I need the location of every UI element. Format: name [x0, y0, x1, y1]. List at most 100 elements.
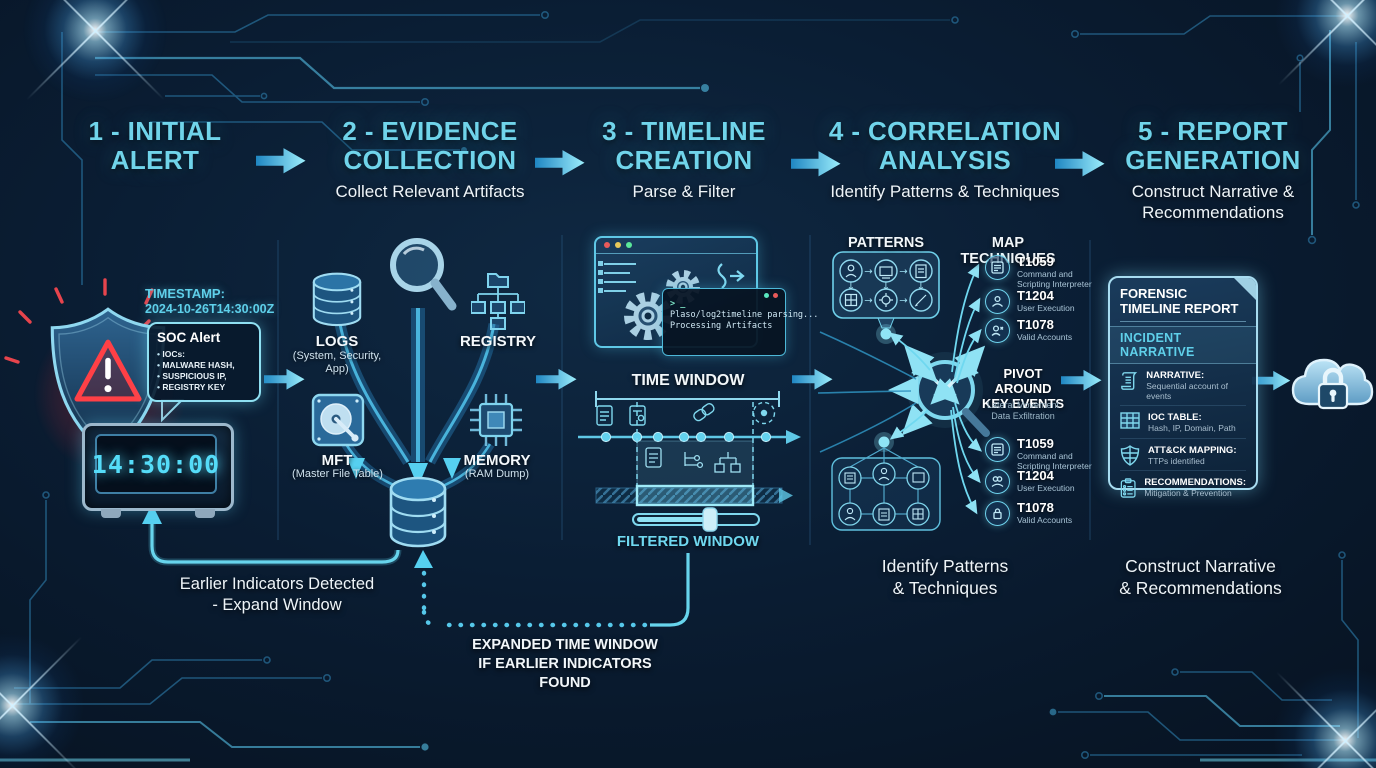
warning-triangle-icon [74, 339, 142, 402]
technique-item: T1204 User Execution [985, 289, 1101, 314]
report-title: FORENSIC TIMELINE REPORT [1120, 286, 1239, 316]
mft-disk-icon [311, 393, 365, 447]
window-minimize-icon [615, 242, 621, 248]
scroll-icon [1121, 372, 1138, 390]
stage4-caption: Identify Patterns & Techniques [881, 556, 1009, 598]
memory-label: MEMORY [463, 452, 531, 469]
report-section-title: INCIDENT NARRATIVE [1110, 326, 1256, 364]
stage5-title: 5 - REPORT GENERATION [1125, 116, 1301, 175]
feedback-expand-line [142, 504, 402, 566]
report-item-detail: Sequential account of events [1146, 381, 1229, 401]
time-slider-thumb[interactable] [702, 507, 718, 532]
technique-code: T1059 [1017, 436, 1054, 451]
header-arrows [256, 148, 1105, 177]
expand-window-label: Earlier Indicators Detected - Expand Win… [179, 575, 375, 614]
soc-alert-bubble: SOC Alert IOCs: MALWARE HASH, SUSPICIOUS… [147, 322, 261, 402]
code-bracket-icon [717, 263, 745, 289]
technique-code: T1204 [1017, 288, 1054, 303]
soc-alert-item: MALWARE HASH, [157, 360, 251, 371]
memory-chip-icon [470, 394, 522, 446]
timeline [578, 401, 801, 532]
logs-detail: (System, Security, App) [292, 350, 382, 375]
clock-foot [195, 509, 215, 518]
window-close-icon [604, 242, 610, 248]
logs-label: LOGS [315, 333, 359, 350]
memory-detail: (RAM Dump) [464, 468, 530, 480]
logs-database-icon [312, 272, 362, 327]
technique-icon [985, 289, 1010, 314]
terminal-prompt: > _ [670, 299, 686, 309]
clock-foot [101, 509, 121, 518]
technique-icon [985, 469, 1010, 494]
cloud-lock-icon [1291, 358, 1374, 410]
stage3-subtitle: Parse & Filter [632, 182, 736, 201]
terminal-window: > _ Plaso/log2timeline parsing... Proces… [662, 288, 818, 356]
report-item-detail: Hash, IP, Domain, Path [1148, 423, 1236, 433]
timestamp-value: 2024-10-26T14:30:00Z [145, 302, 275, 316]
stage2-subtitle: Collect Relevant Artifacts [335, 182, 525, 201]
central-database-icon [389, 476, 447, 548]
report-item-label: RECOMMENDATIONS: [1144, 477, 1246, 488]
patterns-box: →→ →→ ↓↓↓ [832, 251, 940, 344]
report-item: IOC TABLE: Hash, IP, Domain, Path [1120, 412, 1246, 439]
report-item-detail: Mitigation & Prevention [1144, 488, 1232, 498]
incoming-flow-curves [817, 331, 917, 453]
technique-name: Command and Scripting Interpreter [1017, 451, 1092, 471]
soc-alert-item: REGISTRY KEY [157, 382, 251, 393]
map-techniques-label: MAP TECHNIQUES [960, 235, 1056, 267]
technique-item: T1078 Valid Accounts [985, 318, 1101, 343]
soc-alert-item: IOCs: [157, 349, 251, 360]
technique-name: Command and Scripting Interpreter [1017, 269, 1092, 289]
patterns-label: PATTERNS [848, 235, 924, 251]
shield-grid-icon [1120, 444, 1140, 466]
technique-name: Valid Accounts [1017, 515, 1073, 525]
terminal-dot-icon [773, 293, 778, 298]
report-item-label: IOC TABLE: [1148, 412, 1202, 423]
technique-code: T1078 [1017, 317, 1054, 332]
patterns-network-box [831, 432, 941, 531]
magnifier-icon [390, 238, 457, 311]
svg-text:↓: ↓ [847, 282, 855, 293]
technique-name: User Execution [1017, 303, 1075, 313]
technique-icon [985, 501, 1010, 526]
registry-icon [471, 273, 525, 330]
stage4-subtitle: Identify Patterns & Techniques [830, 182, 1060, 201]
forensic-report-document: FORENSIC TIMELINE REPORT INCIDENT NARRAT… [1108, 276, 1258, 498]
stage3-title: 3 - TIMELINE CREATION [602, 116, 766, 175]
svg-text:→: → [864, 267, 872, 278]
report-item: ATT&CK MAPPING: TTPs identified [1120, 444, 1246, 471]
lock-icon [1317, 367, 1349, 410]
digital-clock: 14:30:00 [82, 423, 234, 518]
terminal-line: Processing Artifacts [670, 321, 773, 331]
technique-code: T1204 [1017, 468, 1054, 483]
svg-text:→: → [899, 296, 907, 307]
stage5-caption: Construct Narrative & Recommendations [1119, 556, 1282, 598]
technique-item: T1059 Command and Scripting Interpreter [985, 437, 1101, 471]
report-item-label: ATT&CK MAPPING: [1148, 444, 1237, 456]
technique-item: T1204 User Execution [985, 469, 1101, 494]
stage1-title: 1 - INITIAL ALERT [88, 116, 222, 175]
table-icon [1120, 412, 1140, 429]
time-window-bracket [595, 391, 780, 407]
page-fold-icon [1234, 278, 1256, 300]
technique-icon [985, 255, 1010, 280]
technique-item: T1078 Valid Accounts [985, 501, 1101, 526]
checklist-icon [1120, 478, 1136, 498]
pivot-title: PIVOT AROUND KEY EVENTS [981, 366, 1065, 411]
mapping-arrows [888, 263, 983, 515]
technique-name: Valid Accounts [1017, 332, 1073, 342]
stage4-title: 4 - CORRELATION ANALYSIS [828, 116, 1062, 175]
technique-name: User Execution [1017, 483, 1075, 493]
feedback-expanded-line [414, 550, 690, 628]
timestamp-block: TIMESTAMP: 2024-10-26T14:30:00Z [145, 286, 285, 317]
technique-icon [985, 318, 1010, 343]
svg-text:→: → [864, 296, 872, 307]
time-window-label: TIME WINDOW [631, 372, 745, 389]
soc-alert-title: SOC Alert [157, 330, 221, 345]
registry-label: REGISTRY [459, 333, 537, 350]
terminal-dot-icon [764, 293, 769, 298]
report-item-detail: TTPs identified [1148, 455, 1205, 466]
clock-display: 14:30:00 [92, 434, 219, 494]
pivot-subtitle: Lateral Movement Data Exfiltration [986, 400, 1060, 421]
